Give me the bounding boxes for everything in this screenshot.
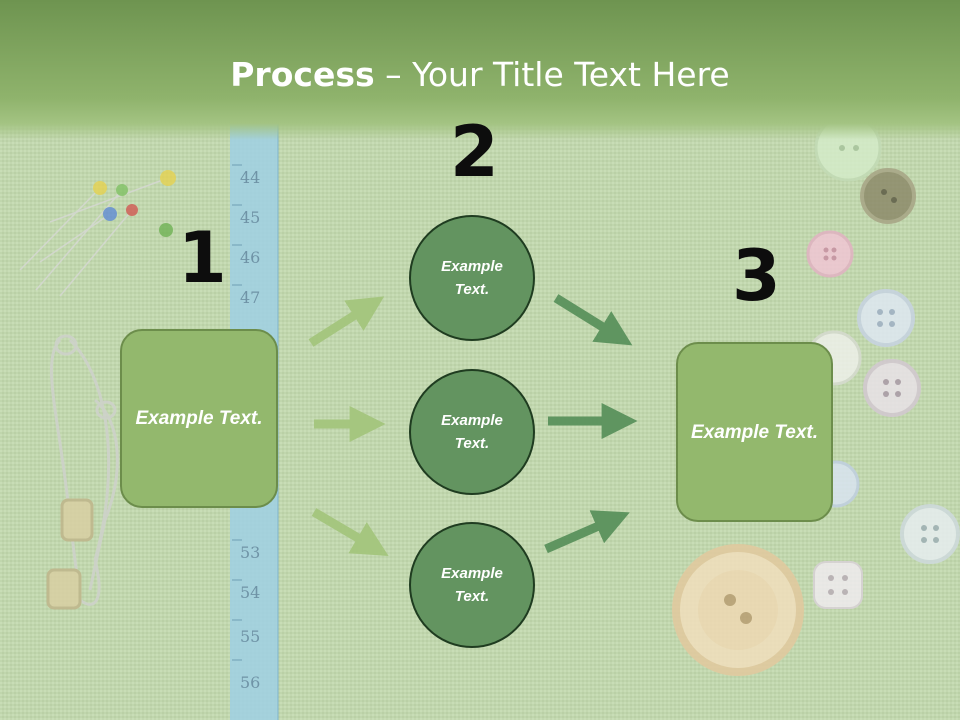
step-2-circle-bottom: Example Text.: [409, 522, 535, 648]
tape-mark: 56: [240, 673, 260, 692]
safety-pin-icon: [46, 334, 119, 610]
title-rest: – Your Title Text Here: [374, 55, 730, 94]
step-number-2: 2: [450, 111, 499, 193]
step-3-text: Example Text.: [690, 421, 819, 443]
title-bar: [0, 0, 960, 140]
arrow-right-up-icon: [308, 296, 385, 347]
step-1-box: Example Text.: [120, 329, 278, 508]
step-2-text-top: Example Text.: [441, 258, 503, 298]
slide-title: Process – Your Title Text Here: [0, 52, 960, 98]
step-number-1: 1: [178, 217, 227, 299]
arrow-right-down-icon: [311, 508, 389, 556]
tape-mark: 45: [240, 208, 260, 227]
tape-mark: 47: [240, 288, 260, 307]
step-2-text-bottom: Example Text.: [441, 565, 503, 605]
pins-icon: [19, 170, 176, 297]
tape-mark: 54: [240, 583, 260, 602]
tape-mark: 55: [240, 627, 260, 646]
arrow-right-up-icon: [544, 510, 630, 554]
tape-mark: 46: [240, 248, 260, 267]
buttons-icon: [672, 114, 960, 676]
step-1-text: Example Text.: [135, 408, 263, 429]
tape-mark: 44: [240, 168, 260, 187]
tape-numbers: 44 45 46 47 53 54 55 56: [240, 168, 260, 692]
step-2-text-middle: Example Text.: [441, 412, 503, 452]
arrow-right-down-icon: [553, 294, 633, 346]
step-2-circle-top: Example Text.: [409, 215, 535, 341]
step-3-box: Example Text.: [676, 342, 833, 522]
step-number-3: 3: [732, 235, 781, 317]
step-2-circle-middle: Example Text.: [409, 369, 535, 495]
title-strong: Process: [230, 55, 375, 94]
tape-mark: 53: [240, 543, 260, 562]
